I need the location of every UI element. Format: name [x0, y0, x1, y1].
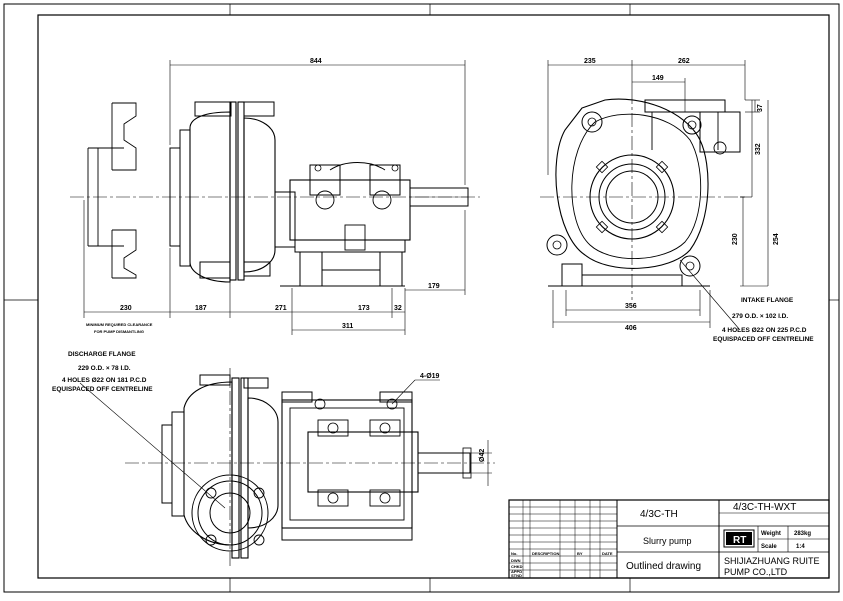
tb-weight-label: Weight: [761, 531, 781, 537]
plan-view-dimensions: [79, 379, 492, 509]
tb-model: 4/3C-TH: [640, 509, 678, 520]
discharge-flange-holes: 4 HOLES Ø22 ON 181 P.C.D: [62, 377, 147, 384]
intake-flange-spacing: EQUISPACED OFF CENTRELINE: [713, 336, 814, 343]
tb-drawing-title: Outlined drawing: [626, 561, 701, 572]
discharge-flange-spacing: EQUISPACED OFF CENTRELINE: [52, 386, 153, 393]
tb-product-name: Slurry pump: [643, 536, 692, 546]
dim-right-37: 37: [757, 104, 764, 112]
dim-shaft-179: 179: [428, 283, 440, 290]
dim-top-149: 149: [652, 75, 664, 82]
dim-base-187: 187: [195, 305, 207, 312]
clearance-ghost-outline: [87, 102, 137, 279]
end-elevation-view: [540, 90, 745, 300]
side-elevation-dimensions: [83, 60, 466, 335]
dim-right-230: 230: [732, 233, 739, 245]
dim-bottom-406: 406: [625, 325, 637, 332]
tb-row-dwn: DWN: [511, 558, 521, 563]
intake-flange-title: INTAKE FLANGE: [741, 297, 794, 304]
tb-row-stnd: STND: [511, 573, 522, 578]
discharge-flange-od: 229 O.D. × 78 I.D.: [78, 365, 131, 372]
tb-rev-col-date: DATE: [602, 551, 613, 556]
clearance-note-line2: FOR PUMP DISMANTLING: [94, 329, 144, 334]
company-logo-text: RT: [733, 535, 746, 546]
intake-flange-holes: 4 HOLES Ø22 ON 225 P.C.D: [722, 327, 807, 334]
dim-base-271: 271: [275, 305, 287, 312]
dim-shaft-diameter: Ø42: [479, 449, 486, 462]
dim-overall-length: 844: [310, 58, 322, 65]
end-elevation-dimensions: [547, 60, 769, 331]
tb-scale-value: 1:4: [796, 544, 805, 550]
tb-row-chkd: CHKD: [511, 564, 523, 569]
dim-base-311: 311: [342, 323, 353, 330]
dim-right-254: 254: [773, 233, 780, 245]
dim-base-230: 230: [120, 305, 132, 312]
tb-rev-col-no: No.: [511, 551, 517, 556]
dim-top-235: 235: [584, 58, 596, 65]
clearance-note-line1: MINIMUM REQUIRED CLEARANCE: [86, 322, 153, 327]
dim-base-173: 173: [358, 305, 370, 312]
tb-scale-label: Scale: [761, 544, 777, 550]
intake-flange-od: 279 O.D. × 102 I.D.: [732, 313, 788, 320]
tb-weight-value: 283kg: [794, 531, 811, 537]
plan-view: [125, 368, 495, 566]
tb-company-line1: SHIJIAZHUANG RUITE: [724, 556, 820, 566]
side-elevation-view: [70, 101, 480, 287]
tb-company-line2: PUMP CO.,LTD: [724, 567, 788, 577]
company-logo-box: [726, 532, 752, 545]
dim-right-332: 332: [755, 143, 762, 155]
title-block: [508, 499, 830, 579]
dim-top-262: 262: [678, 58, 690, 65]
tb-drawing-number: 4/3C-TH-WXT: [733, 502, 796, 513]
dim-base-32: 32: [394, 305, 402, 312]
sheet-border: [3, 3, 840, 593]
tb-row-appd: APPD: [511, 569, 522, 574]
tb-rev-col-description: DESCRIPTION: [532, 551, 559, 556]
dim-bolt-holes-plan: 4-Ø19: [420, 373, 440, 380]
discharge-flange-title: DISCHARGE FLANGE: [68, 351, 136, 358]
tb-rev-col-by: BY: [577, 551, 583, 556]
dim-bottom-356: 356: [625, 303, 637, 310]
